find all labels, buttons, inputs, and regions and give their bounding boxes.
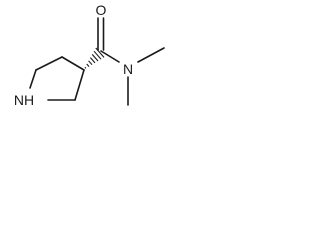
carbonyl-double-bond <box>97 17 105 51</box>
pyrrolidine-ring <box>29 56 85 101</box>
stereo-hashed-wedge <box>84 47 105 69</box>
molecule-structure: O N NH <box>14 2 165 108</box>
amide-nitrogen-label: N <box>123 61 133 77</box>
bond-carbonyl-amide-n <box>100 50 120 63</box>
bond-c3-c4 <box>61 56 85 71</box>
bond-c2-c3 <box>74 69 85 101</box>
bond-c4-c5 <box>35 56 63 71</box>
bond-c5-n1 <box>29 69 37 89</box>
bond-n-methyl-1 <box>137 47 165 63</box>
carbonyl-oxygen-label: O <box>96 2 107 18</box>
ring-nitrogen-label: NH <box>14 92 34 108</box>
